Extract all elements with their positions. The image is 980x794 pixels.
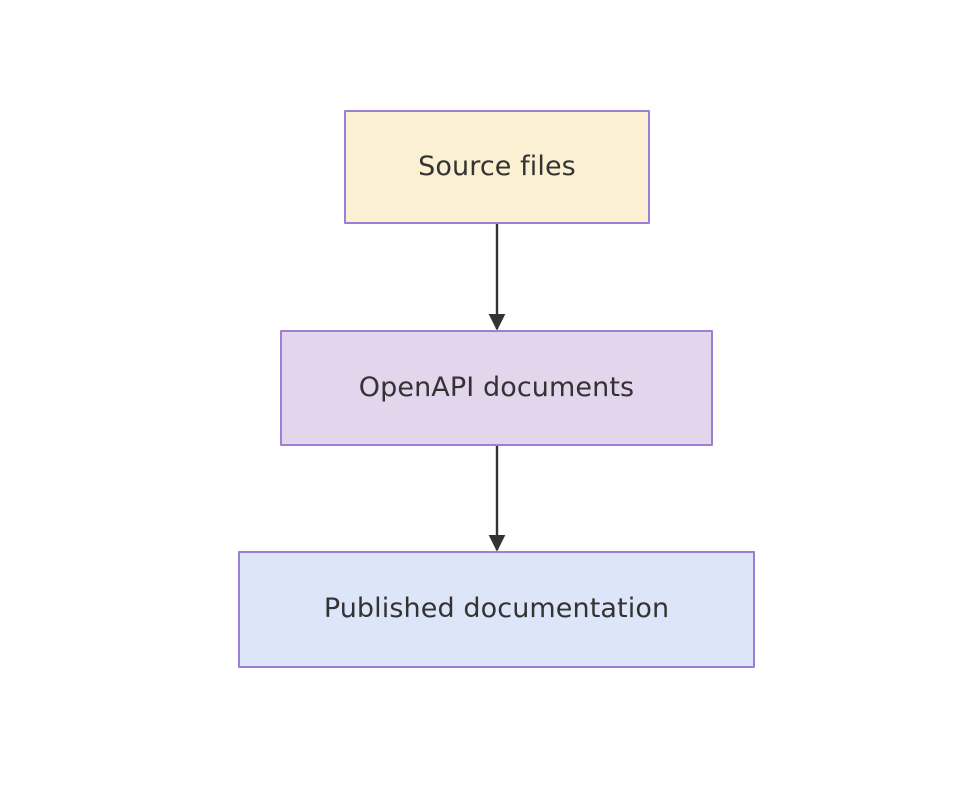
node-source-files[interactable]: Source files bbox=[344, 110, 650, 224]
node-source-files-label: Source files bbox=[418, 150, 576, 182]
node-published-documentation[interactable]: Published documentation bbox=[238, 551, 755, 668]
node-openapi-documents[interactable]: OpenAPI documents bbox=[280, 330, 713, 446]
node-openapi-documents-label: OpenAPI documents bbox=[358, 371, 635, 403]
node-published-documentation-label: Published documentation bbox=[323, 593, 670, 625]
